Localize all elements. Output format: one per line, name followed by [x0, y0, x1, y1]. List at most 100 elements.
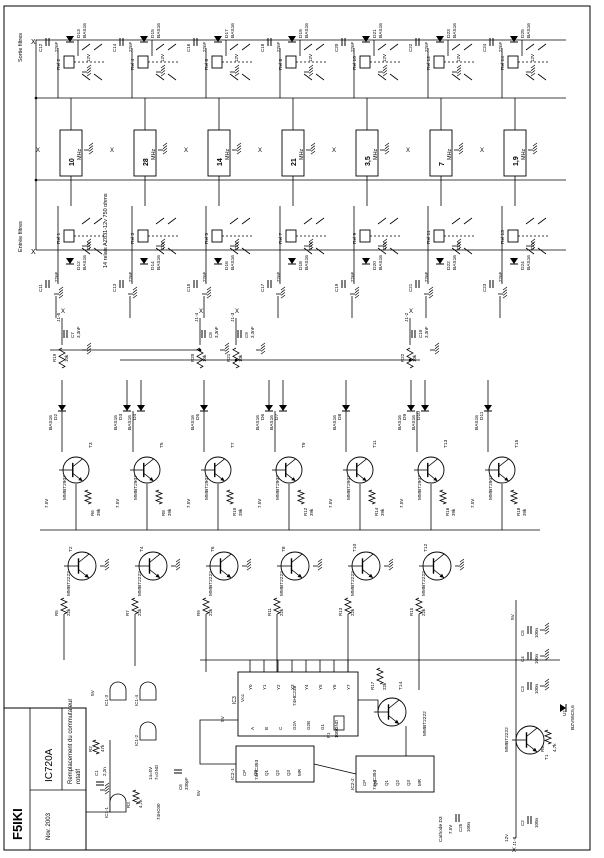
- ground-top: [526, 64, 536, 77]
- ground-top: [304, 64, 314, 77]
- relay-top: [507, 43, 548, 81]
- cap-top-ref: C14: [112, 43, 117, 52]
- ic1-note-vcc: 14=5V: [148, 767, 153, 780]
- relay-bottom-ref: Rel 9: [352, 232, 358, 244]
- driver-diode-ref: D5: [195, 414, 201, 420]
- ground-hatch: [530, 72, 536, 77]
- title-author: F5IKI: [10, 808, 25, 840]
- bus-cross: X: [406, 148, 410, 154]
- cap-top-value: 22nF: [424, 41, 429, 52]
- ground-hatch: [544, 622, 550, 627]
- ground-hatch: [532, 150, 538, 155]
- pnp-resistor: [154, 489, 164, 505]
- driver-diode: [265, 405, 273, 412]
- ground-hatch: [382, 241, 388, 245]
- ground-filter: [232, 142, 242, 155]
- cap-top: [489, 38, 494, 46]
- filter-band: 7: [439, 162, 446, 166]
- supply-capacitor: [527, 682, 532, 690]
- ground-hatch: [544, 686, 550, 691]
- ic2-1-pin: Q1: [264, 769, 269, 776]
- ground-hatch: [456, 246, 462, 251]
- supply-capacitor: [527, 816, 532, 824]
- ic3-out-pin: Y7: [346, 684, 351, 690]
- ic2-2-body: [355, 755, 435, 793]
- diode-top-type: BAS16: [230, 23, 236, 38]
- relay-contact: [315, 73, 325, 81]
- filter-box: [429, 129, 453, 177]
- ic2-2-ref: IC2-2: [350, 778, 356, 790]
- ic2-2-pin: Q0: [373, 779, 378, 786]
- r4-value: 4,7k: [552, 743, 557, 752]
- ground-hatch: [236, 150, 242, 155]
- pnp-supply: 7.5V: [186, 499, 191, 508]
- ground-hatch: [317, 561, 323, 565]
- relay-coil: [359, 55, 371, 69]
- ground-hatch: [382, 67, 388, 71]
- junction-dot: [234, 358, 238, 362]
- ground-hatch: [234, 246, 240, 251]
- relay-coil: [211, 55, 223, 69]
- rc-res-value: 10k: [202, 354, 207, 362]
- cap-top-ref: C22: [408, 43, 413, 52]
- relay-top: [359, 43, 400, 81]
- ic2-1-pin: Q0: [253, 769, 258, 776]
- relay-contact: [303, 217, 313, 225]
- ground-hatch: [234, 244, 240, 248]
- ic3-out-pin: Y0: [248, 684, 253, 690]
- ground-hatch: [86, 72, 92, 77]
- ground-hatch: [382, 244, 388, 248]
- ground-hatch: [260, 342, 266, 347]
- npn-resistor: [131, 597, 139, 615]
- rc-ground: [256, 342, 266, 355]
- ground-hatch: [530, 67, 536, 71]
- supply-cap-ref: C3: [520, 686, 525, 692]
- npn-res-value: 22k: [350, 608, 355, 616]
- npn-res-value: 22k: [421, 608, 426, 616]
- ground-hatch: [86, 238, 92, 243]
- diode-bottom-ref: D12: [76, 261, 82, 270]
- ground-hatch: [354, 289, 360, 293]
- diode-body: [288, 258, 296, 264]
- jack-marker: X: [409, 309, 413, 315]
- bus-cross: X: [110, 148, 114, 154]
- nand-gate: [139, 681, 157, 701]
- npn-type: MMBT2222: [279, 571, 285, 596]
- ic3-in-pin: B: [264, 727, 269, 730]
- ic3-type: 74HC238: [292, 685, 298, 706]
- ground-hatch: [502, 286, 508, 291]
- logic-5v: 5V: [196, 789, 202, 796]
- diode-body: [407, 405, 415, 411]
- components-layer: [34, 36, 567, 824]
- jack-marker: X: [235, 309, 239, 315]
- relay-contact: [81, 73, 91, 81]
- relay-contact: [93, 73, 103, 81]
- ground-hatch: [236, 148, 242, 152]
- cap-bottom-ref: C17: [260, 283, 265, 292]
- rc-ground: [220, 342, 230, 355]
- ground-hatch: [384, 145, 390, 149]
- diode-body: [200, 405, 208, 411]
- cap-bottom-ref: C19: [334, 283, 339, 292]
- pnp-supply: 7.5V: [257, 499, 262, 508]
- pnp-type: MMBT2907: [204, 475, 210, 500]
- ic2-2-pin: MR: [417, 778, 422, 786]
- ground-hatch: [246, 564, 252, 568]
- supply-ground: [540, 622, 550, 635]
- nand-gate-ref: IC1-1: [104, 806, 109, 818]
- relay-contact: [537, 217, 547, 225]
- diode-top: [288, 36, 296, 43]
- rc-jack: J1-5: [56, 312, 62, 322]
- ground-hatch: [532, 142, 538, 147]
- diode-bottom-ref: D22: [446, 261, 452, 270]
- ground-hatch: [280, 286, 286, 291]
- pnp-resistor: [225, 489, 235, 505]
- relay-top: [211, 43, 252, 81]
- diode-bottom: [66, 258, 74, 265]
- ground-cap: [276, 286, 286, 299]
- diode-body: [58, 405, 66, 411]
- rc-resistor: [196, 347, 204, 369]
- relay-contact: [229, 73, 239, 81]
- junction-dot: [408, 358, 412, 362]
